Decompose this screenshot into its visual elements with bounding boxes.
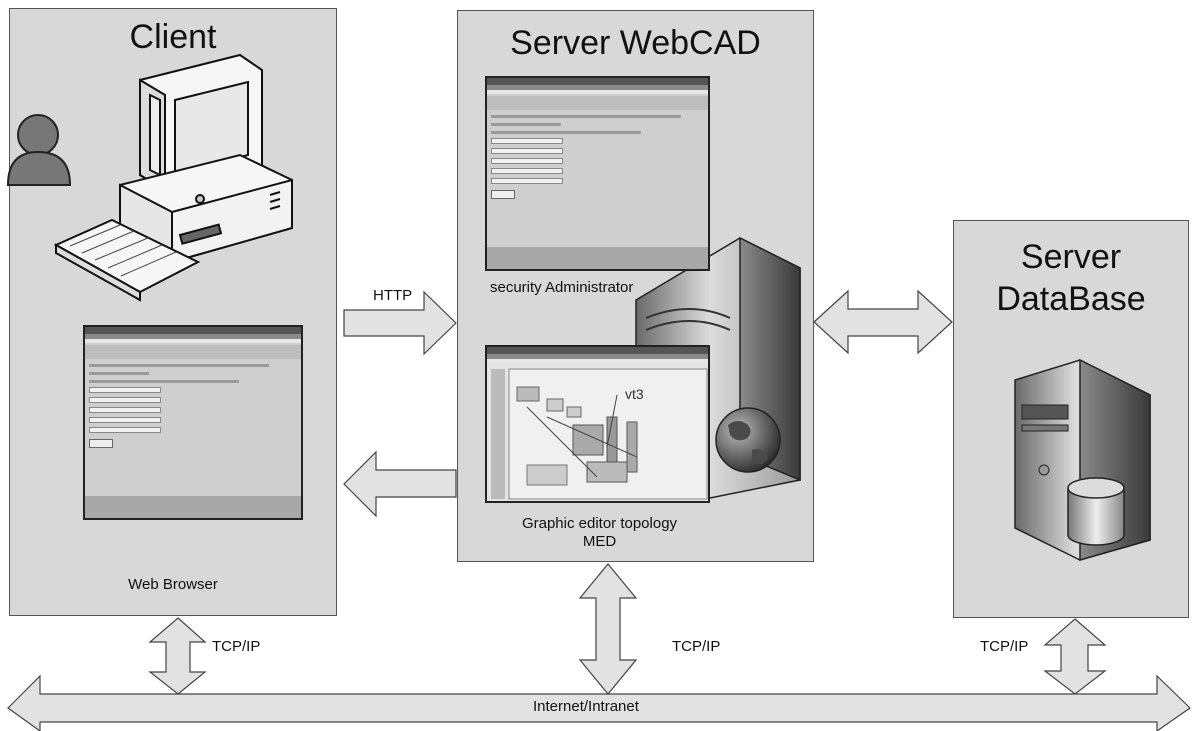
webcad-tcp-arrow <box>578 563 638 695</box>
client-tcp-label: TCP/IP <box>212 638 261 655</box>
database-cylinder-icon <box>1067 477 1125 546</box>
network-bus-arrow <box>7 674 1191 731</box>
web-browser-caption: Web Browser <box>128 576 218 593</box>
http-response-arrow <box>343 450 457 518</box>
database-tcp-label: TCP/IP <box>980 638 1029 655</box>
keyboard-keys <box>69 224 177 277</box>
database-title-line1: Server <box>1020 238 1122 276</box>
database-tcp-arrow <box>1043 618 1107 695</box>
webcad-database-arrow <box>813 289 953 355</box>
security-admin-caption: security Administrator <box>490 279 634 296</box>
security-admin-screenshot <box>485 76 710 271</box>
http-label: HTTP <box>373 287 413 304</box>
webcad-title: Server WebCAD <box>510 24 761 62</box>
user-icon <box>6 114 72 186</box>
http-request-arrow <box>343 290 457 356</box>
graphic-editor-caption-line1: Graphic editor topology <box>521 515 678 532</box>
topology-canvas: vt3 <box>508 368 708 500</box>
client-browser-screenshot <box>83 325 303 520</box>
client-title: Client <box>129 18 217 56</box>
graphic-editor-screenshot: vt3 <box>485 345 710 503</box>
client-tcp-arrow <box>148 617 207 695</box>
network-label: Internet/Intranet <box>533 698 639 715</box>
globe-icon <box>715 407 781 473</box>
webcad-tcp-label: TCP/IP <box>672 638 721 655</box>
desktop-computer-icon <box>53 53 293 302</box>
graphic-editor-tag: vt3 <box>625 386 644 402</box>
graphic-editor-caption-line2: MED <box>582 533 617 550</box>
database-title-line2: DataBase <box>996 280 1146 318</box>
